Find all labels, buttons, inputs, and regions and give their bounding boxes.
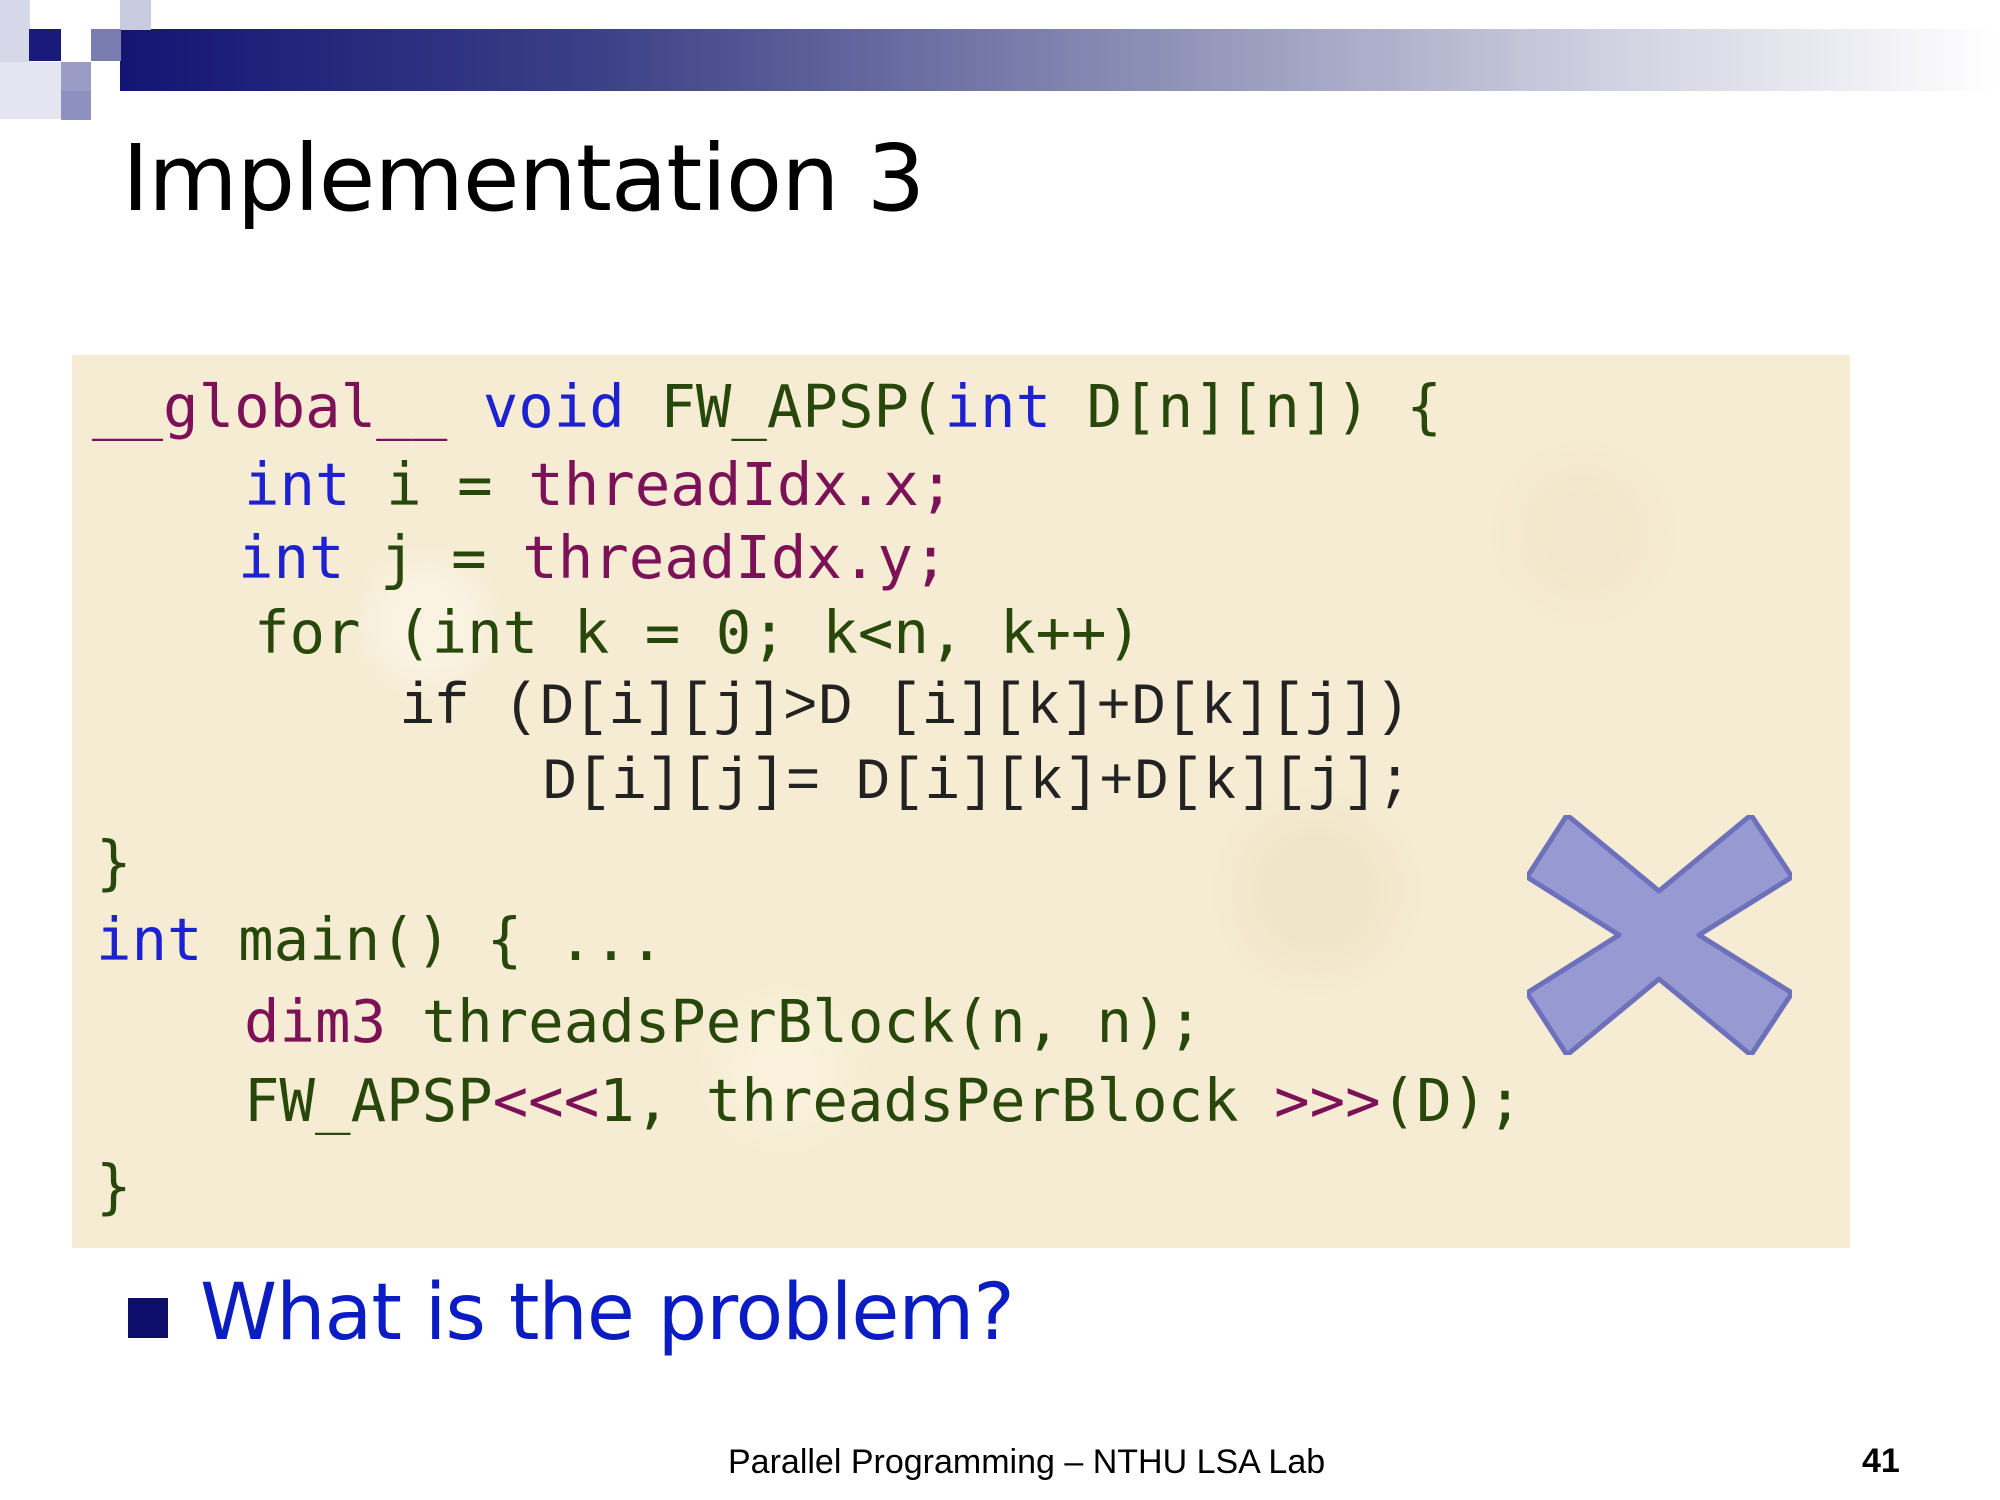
code-token: int — [238, 523, 345, 592]
header-decor-square — [61, 91, 91, 120]
cross-icon — [1527, 815, 1792, 1055]
page-number: 41 — [1862, 1442, 1900, 1480]
header-decor-square — [0, 0, 30, 62]
code-line-10: FW_APSP<<<1, threadsPerBlock >>>(D); — [244, 1071, 1523, 1130]
code-line-8: int main() { ... — [96, 910, 664, 969]
code-line-5: if (D[i][j]>D [i][k]+D[k][j]) — [400, 676, 1410, 741]
code-line-9: dim3 threadsPerBlock(n, n); — [244, 992, 1203, 1051]
code-token: int — [944, 372, 1052, 441]
code-block: __global__ void FW_APSP(int D[n][n]) { i… — [72, 355, 1850, 1248]
code-token: dim3 — [244, 987, 387, 1056]
bullet-text: What is the problem? — [200, 1268, 1015, 1358]
code-token: main() { ... — [202, 905, 665, 974]
code-token: <<< — [492, 1066, 600, 1135]
code-token: threadIdx.y; — [522, 523, 949, 592]
code-token: (D); — [1380, 1066, 1523, 1135]
code-token: __global__ — [92, 372, 448, 441]
slide-title: Implementation 3 — [122, 125, 925, 232]
code-line-7: } — [96, 828, 132, 897]
code-line-2: int i = threadIdx.x; — [244, 455, 954, 514]
code-token: int — [96, 905, 203, 974]
code-token: >>> — [1274, 1066, 1381, 1135]
header-decor-square — [0, 62, 61, 119]
code-token: int — [244, 450, 351, 519]
code-line-3: int j = threadIdx.y; — [238, 528, 948, 587]
code-token: void — [447, 372, 625, 441]
code-token: j = — [344, 523, 523, 592]
square-bullet-icon — [128, 1298, 168, 1338]
header-decor-square — [91, 29, 121, 61]
code-token: threadsPerBlock(n, n); — [386, 987, 1204, 1056]
code-line-4: for (int k = 0; k<n, k++) — [254, 598, 1143, 667]
code-token: D[n][n]) { — [1051, 372, 1442, 441]
code-token: 1, threadsPerBlock — [599, 1066, 1275, 1135]
code-token: FW_APSP — [244, 1066, 493, 1135]
header-decor-square — [120, 0, 151, 30]
code-line-11: } — [96, 1152, 132, 1221]
code-token: FW_APSP( — [624, 372, 945, 441]
code-line-6: D[i][j]= D[i][k]+D[k][j]; — [542, 751, 1413, 816]
header-decor-square — [29, 29, 61, 61]
header-gradient-bar — [120, 29, 2000, 91]
slide-footer: Parallel Programming – NTHU LSA Lab — [728, 1443, 1326, 1481]
code-line-1: __global__ void FW_APSP(int D[n][n]) { — [92, 377, 1442, 436]
code-token: threadIdx.x; — [528, 450, 955, 519]
code-token: i = — [350, 450, 529, 519]
